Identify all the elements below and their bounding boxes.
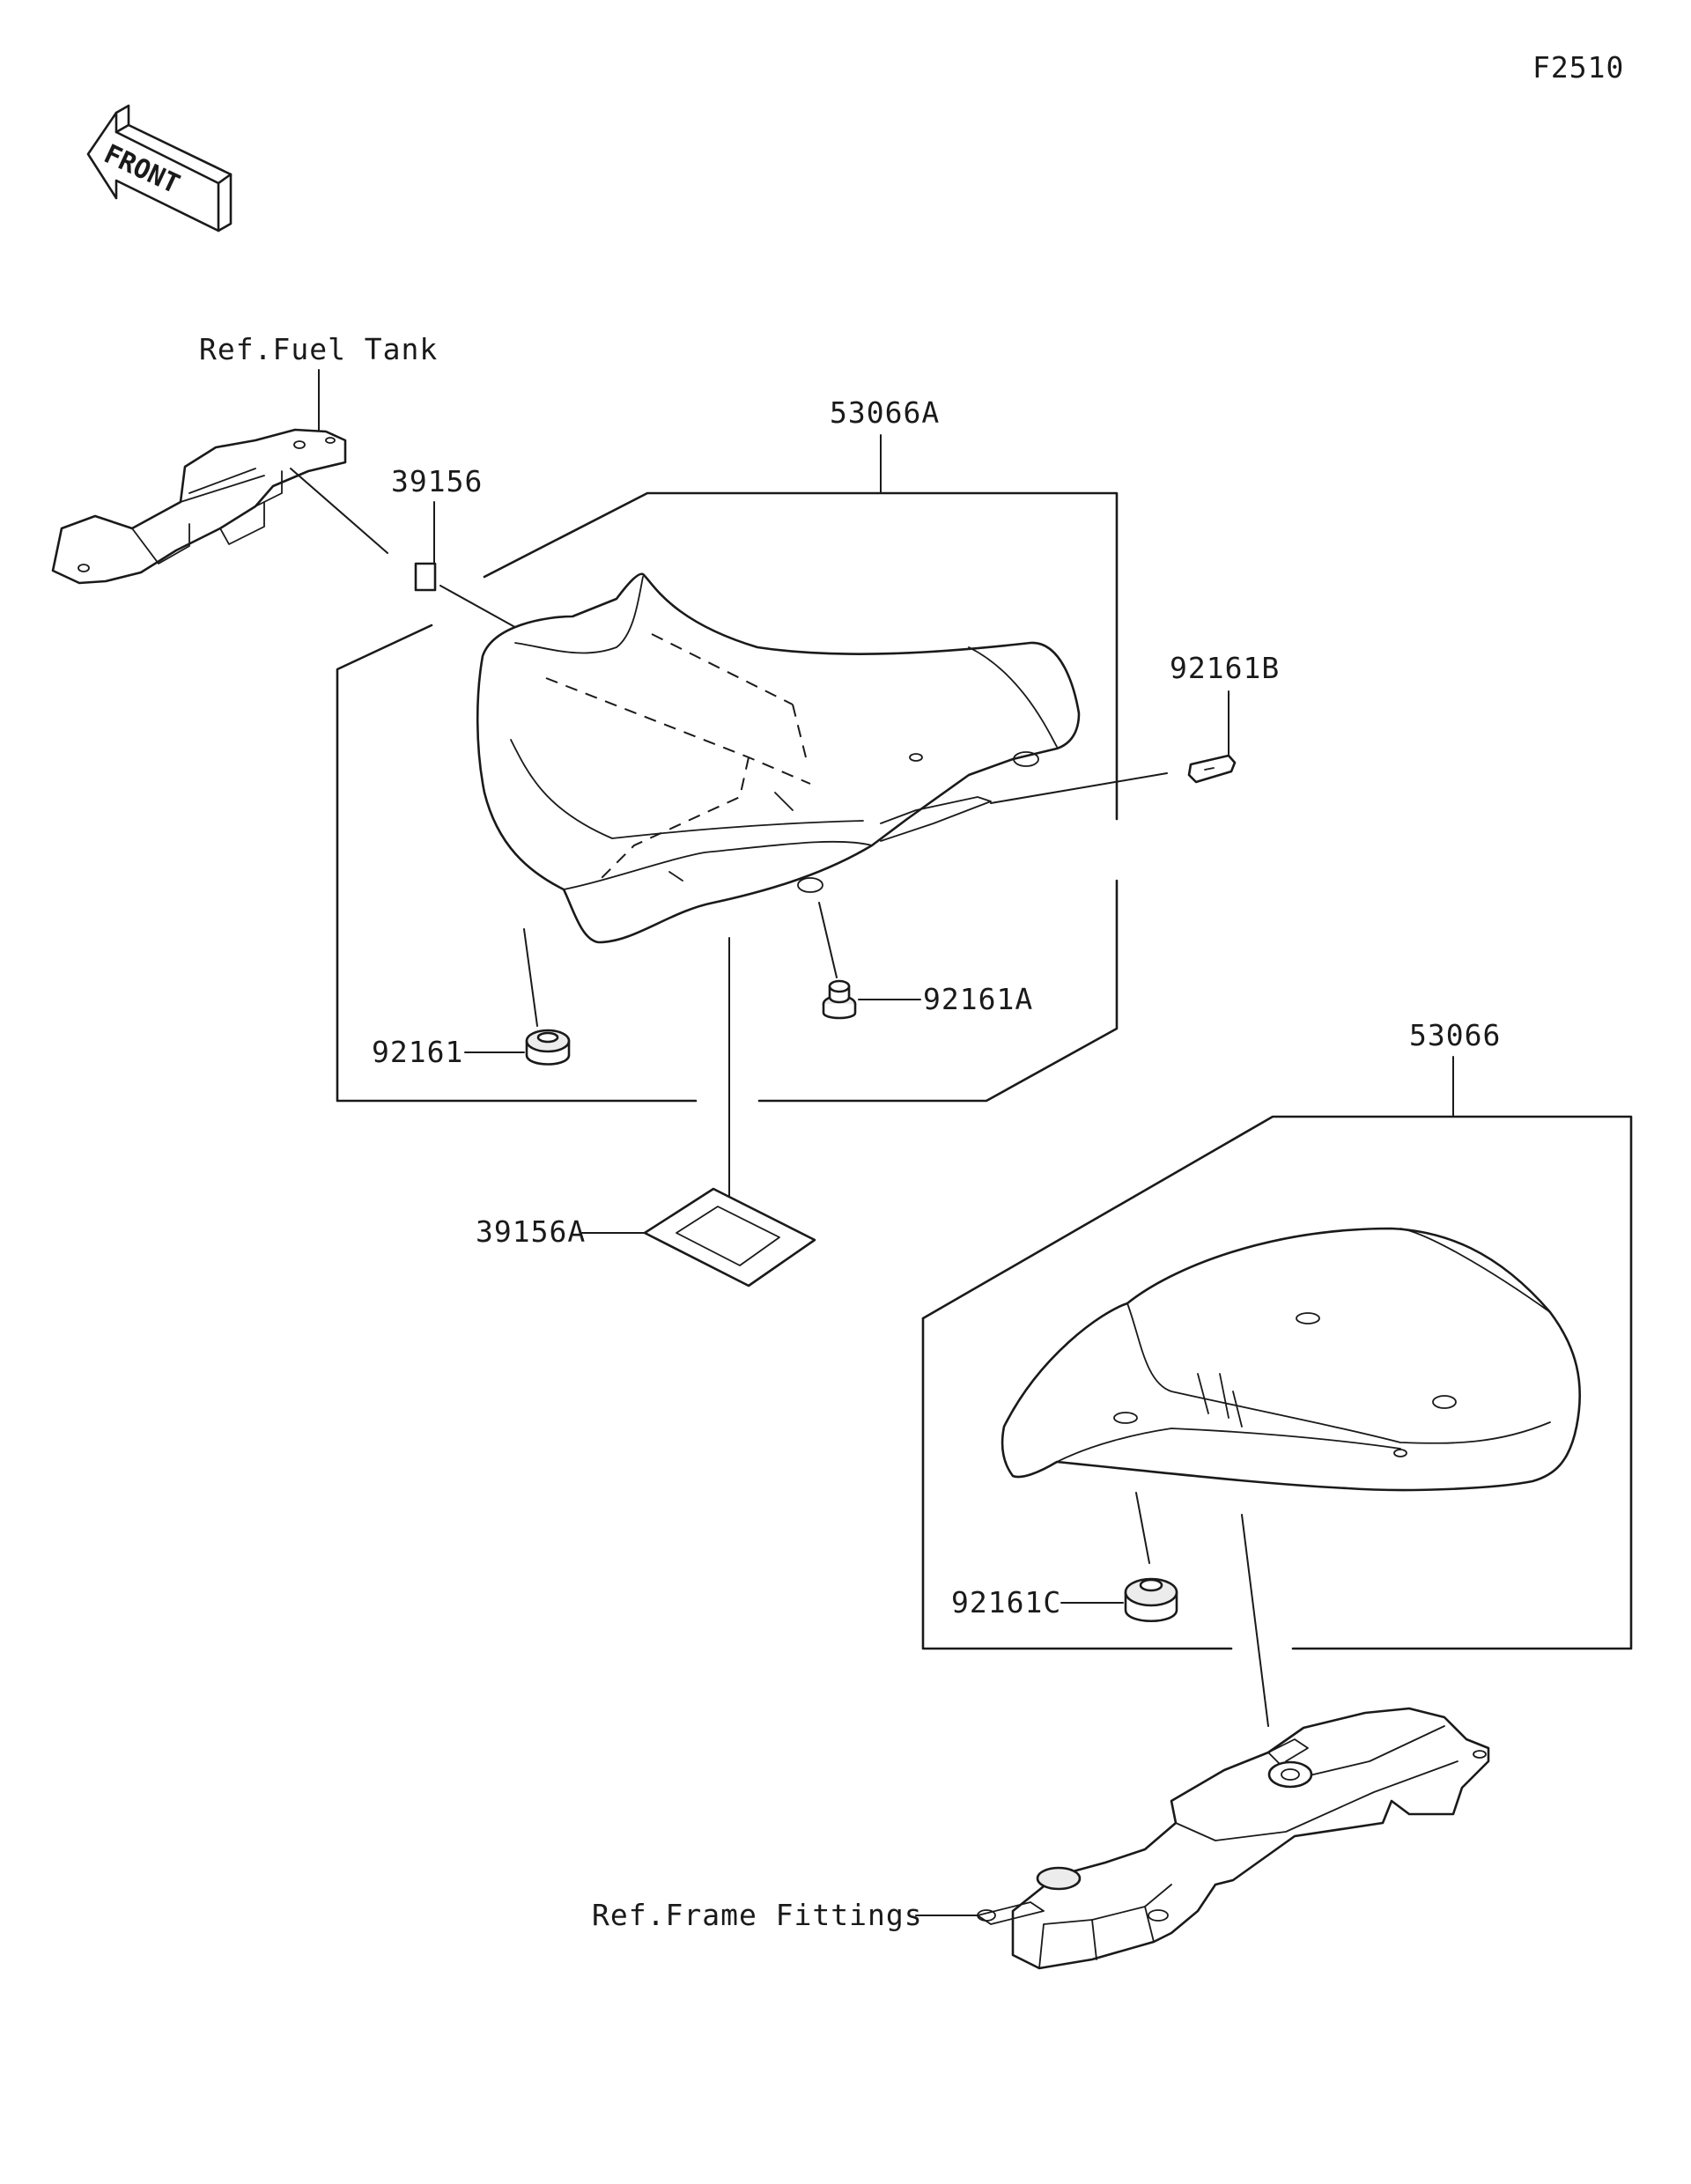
ref-frame-fittings-label: Ref.Frame Fittings xyxy=(592,1898,923,1932)
front-seat-group-box xyxy=(483,491,1119,821)
label-92161C: 92161C xyxy=(951,1585,1061,1620)
rear-seat-group-box xyxy=(921,1115,1633,1650)
ref-fuel-tank-label: Ref.Fuel Tank xyxy=(199,332,438,366)
label-53066: 53066 xyxy=(1409,1018,1501,1052)
front-direction-arrow: FRONT xyxy=(86,104,233,232)
fuel-tank-bracket xyxy=(51,428,347,585)
diagram-code: F2510 xyxy=(1532,50,1624,85)
label-39156: 39156 xyxy=(391,464,483,498)
label-92161B: 92161B xyxy=(1170,651,1280,685)
label-39156A: 39156A xyxy=(476,1214,586,1249)
damper-92161B xyxy=(1187,754,1237,784)
front-seat xyxy=(476,572,1081,944)
damper-92161A xyxy=(822,979,857,1020)
label-53066A: 53066A xyxy=(830,395,940,430)
label-92161: 92161 xyxy=(372,1035,463,1069)
label-92161A: 92161A xyxy=(923,982,1033,1016)
damper-92161 xyxy=(525,1029,571,1066)
rear-seat xyxy=(1001,1227,1582,1492)
damper-92161C xyxy=(1124,1577,1178,1623)
emblem-39156A xyxy=(643,1187,816,1288)
emblem-39156 xyxy=(414,562,437,592)
frame-fittings xyxy=(977,1707,1490,1970)
